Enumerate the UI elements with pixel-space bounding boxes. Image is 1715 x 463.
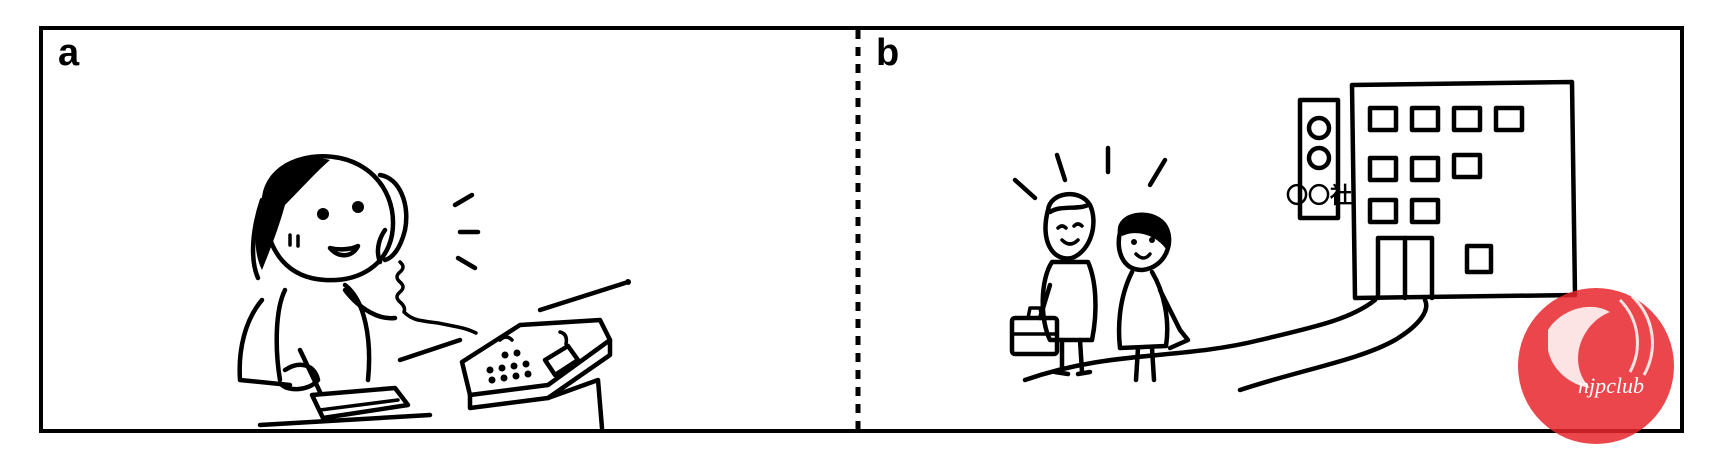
sign-text: 〇〇社 <box>1286 183 1352 209</box>
woman-figure <box>1116 212 1191 383</box>
notepad <box>309 385 411 421</box>
briefcase <box>1009 315 1060 357</box>
company-building <box>1349 79 1578 301</box>
watermark-logo: njpclub <box>1518 288 1674 444</box>
man-figure <box>1009 191 1098 377</box>
people-and-building-drawing: 〇〇社 <box>1009 79 1578 393</box>
path-right <box>1237 297 1429 393</box>
panel-label-b: b <box>876 32 900 74</box>
head <box>261 154 396 283</box>
panel-label-a: a <box>58 32 80 74</box>
phone-cord <box>395 260 478 335</box>
watermark-text: njpclub <box>1578 373 1644 398</box>
phone-receiver <box>377 172 409 263</box>
path-left <box>1022 297 1378 383</box>
company-sign: 〇〇社 <box>1286 97 1352 221</box>
hair-left <box>255 157 330 270</box>
pen <box>297 347 323 395</box>
woman-on-phone-drawing <box>237 154 631 431</box>
panel-border <box>39 26 1684 433</box>
